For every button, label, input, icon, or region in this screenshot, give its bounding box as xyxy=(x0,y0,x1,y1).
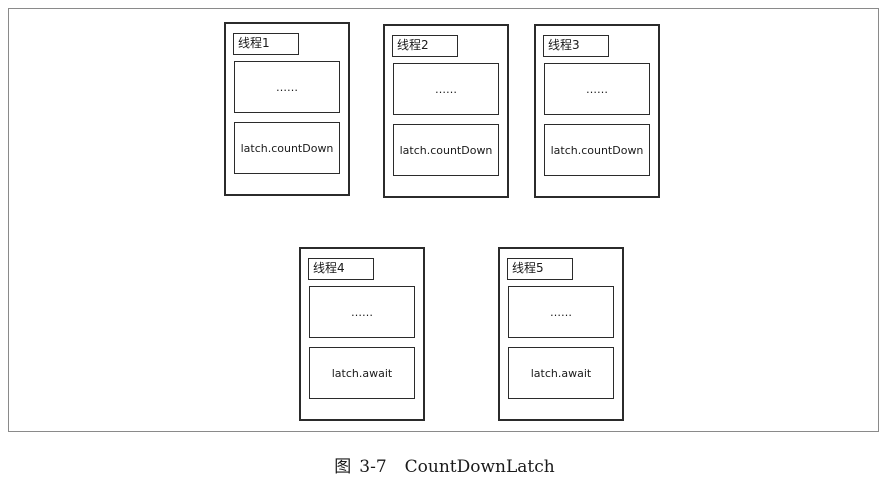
thread-call: latch.countDown xyxy=(234,122,340,174)
thread-title: 线程2 xyxy=(392,35,458,57)
thread-box-2: 线程2 …… latch.countDown xyxy=(383,24,509,198)
figure-caption: 图 3-7 CountDownLatch xyxy=(0,452,889,477)
thread-body: …… xyxy=(393,63,499,115)
thread-body: …… xyxy=(508,286,614,338)
caption-label: 图 xyxy=(334,457,352,477)
thread-body: …… xyxy=(544,63,650,115)
thread-body: …… xyxy=(309,286,415,338)
thread-box-5: 线程5 …… latch.await xyxy=(498,247,624,421)
caption-name: CountDownLatch xyxy=(404,457,555,477)
thread-body: …… xyxy=(234,61,340,113)
thread-title: 线程5 xyxy=(507,258,573,280)
thread-box-4: 线程4 …… latch.await xyxy=(299,247,425,421)
diagram-frame xyxy=(8,8,879,432)
thread-title: 线程4 xyxy=(308,258,374,280)
thread-box-3: 线程3 …… latch.countDown xyxy=(534,24,660,198)
thread-call: latch.countDown xyxy=(544,124,650,176)
caption-number: 3-7 xyxy=(359,457,387,477)
thread-title: 线程1 xyxy=(233,33,299,55)
thread-call: latch.await xyxy=(508,347,614,399)
thread-call: latch.countDown xyxy=(393,124,499,176)
thread-call: latch.await xyxy=(309,347,415,399)
thread-title: 线程3 xyxy=(543,35,609,57)
thread-box-1: 线程1 …… latch.countDown xyxy=(224,22,350,196)
